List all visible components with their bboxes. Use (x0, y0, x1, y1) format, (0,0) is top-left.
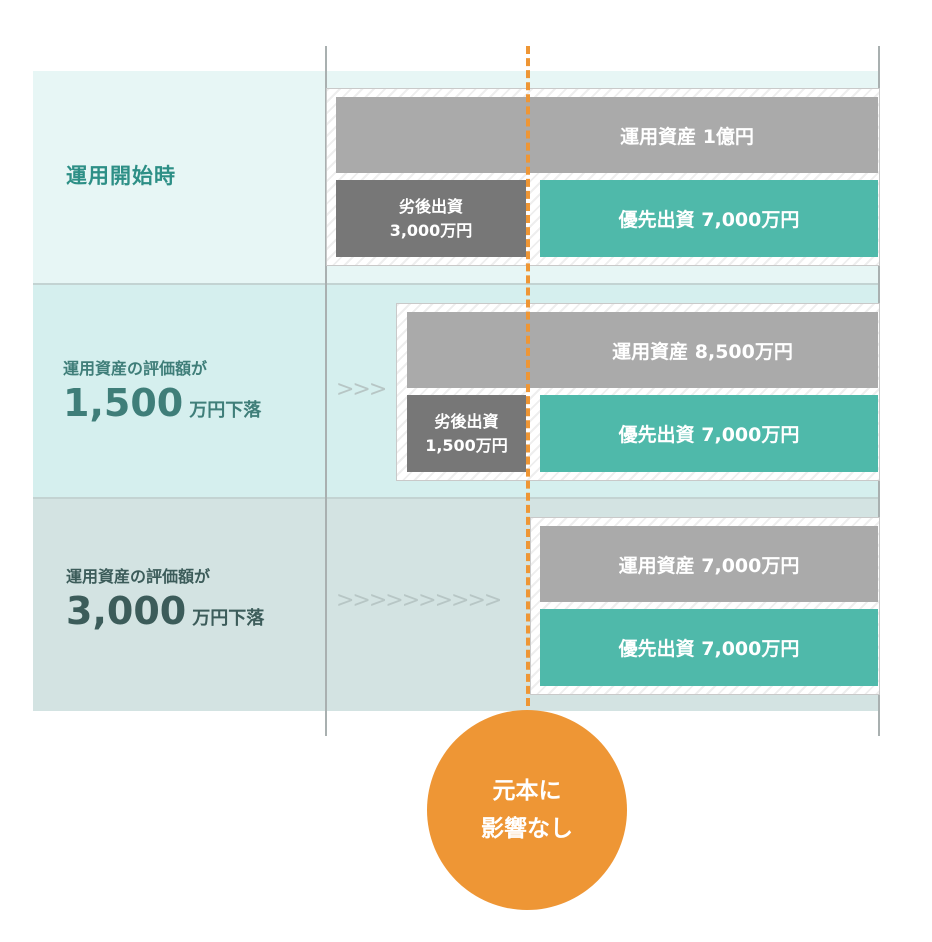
assets-bar: 運用資産 7,000万円 (540, 526, 878, 602)
senior-equity-bar: 優先出資 7,000万円 (540, 609, 878, 686)
junior-amount: 3,000万円 (389, 220, 473, 240)
senior-equity-bar: 優先出資 7,000万円 (540, 395, 878, 472)
junior-label: 劣後出資 (398, 196, 463, 216)
assets-bar: 運用資産 1億円 (336, 97, 878, 173)
column-divider (325, 46, 327, 736)
junior-label: 劣後出資 (434, 411, 499, 431)
junior-amount: 1,500万円 (425, 435, 508, 455)
callout-line1: 元本に (492, 778, 562, 804)
row-label-caption: 運用資産の評価額が (63, 359, 208, 378)
row-label-text: 運用開始時 (66, 164, 176, 188)
principal-threshold-line (526, 46, 530, 706)
senior-label: 優先出資 7,000万円 (618, 209, 800, 231)
assets-label: 運用資産 8,500万円 (612, 340, 793, 363)
junior-equity-bar: 劣後出資 3,000万円 (336, 180, 526, 257)
row-label-amount: 1,500 (63, 381, 184, 425)
row-divider (33, 283, 878, 285)
row-label-unit: 万円下落 (189, 400, 262, 421)
callout-line2: 影響なし (481, 816, 573, 842)
row-label-unit: 万円下落 (192, 608, 265, 629)
senior-equity-bar: 優先出資 7,000万円 (540, 180, 878, 257)
senior-label: 優先出資 7,000万円 (618, 424, 800, 446)
row-label-start: 運用開始時 (66, 160, 306, 190)
no-principal-impact-callout: 元本に 影響なし (427, 710, 627, 910)
assets-bar: 運用資産 8,500万円 (407, 312, 878, 388)
row-label-amount: 3,000 (66, 589, 187, 633)
assets-label: 運用資産 1億円 (620, 125, 754, 148)
senior-label: 優先出資 7,000万円 (618, 638, 800, 660)
chevron-arrows-icon: >>>>>>>>>> (336, 588, 502, 613)
row-label-caption: 運用資産の評価額が (66, 567, 211, 586)
junior-equity-bar: 劣後出資 1,500万円 (407, 395, 526, 472)
row-divider (33, 497, 878, 499)
assets-label: 運用資産 7,000万円 (618, 554, 800, 577)
chevron-arrows-icon: >>> (336, 377, 387, 402)
